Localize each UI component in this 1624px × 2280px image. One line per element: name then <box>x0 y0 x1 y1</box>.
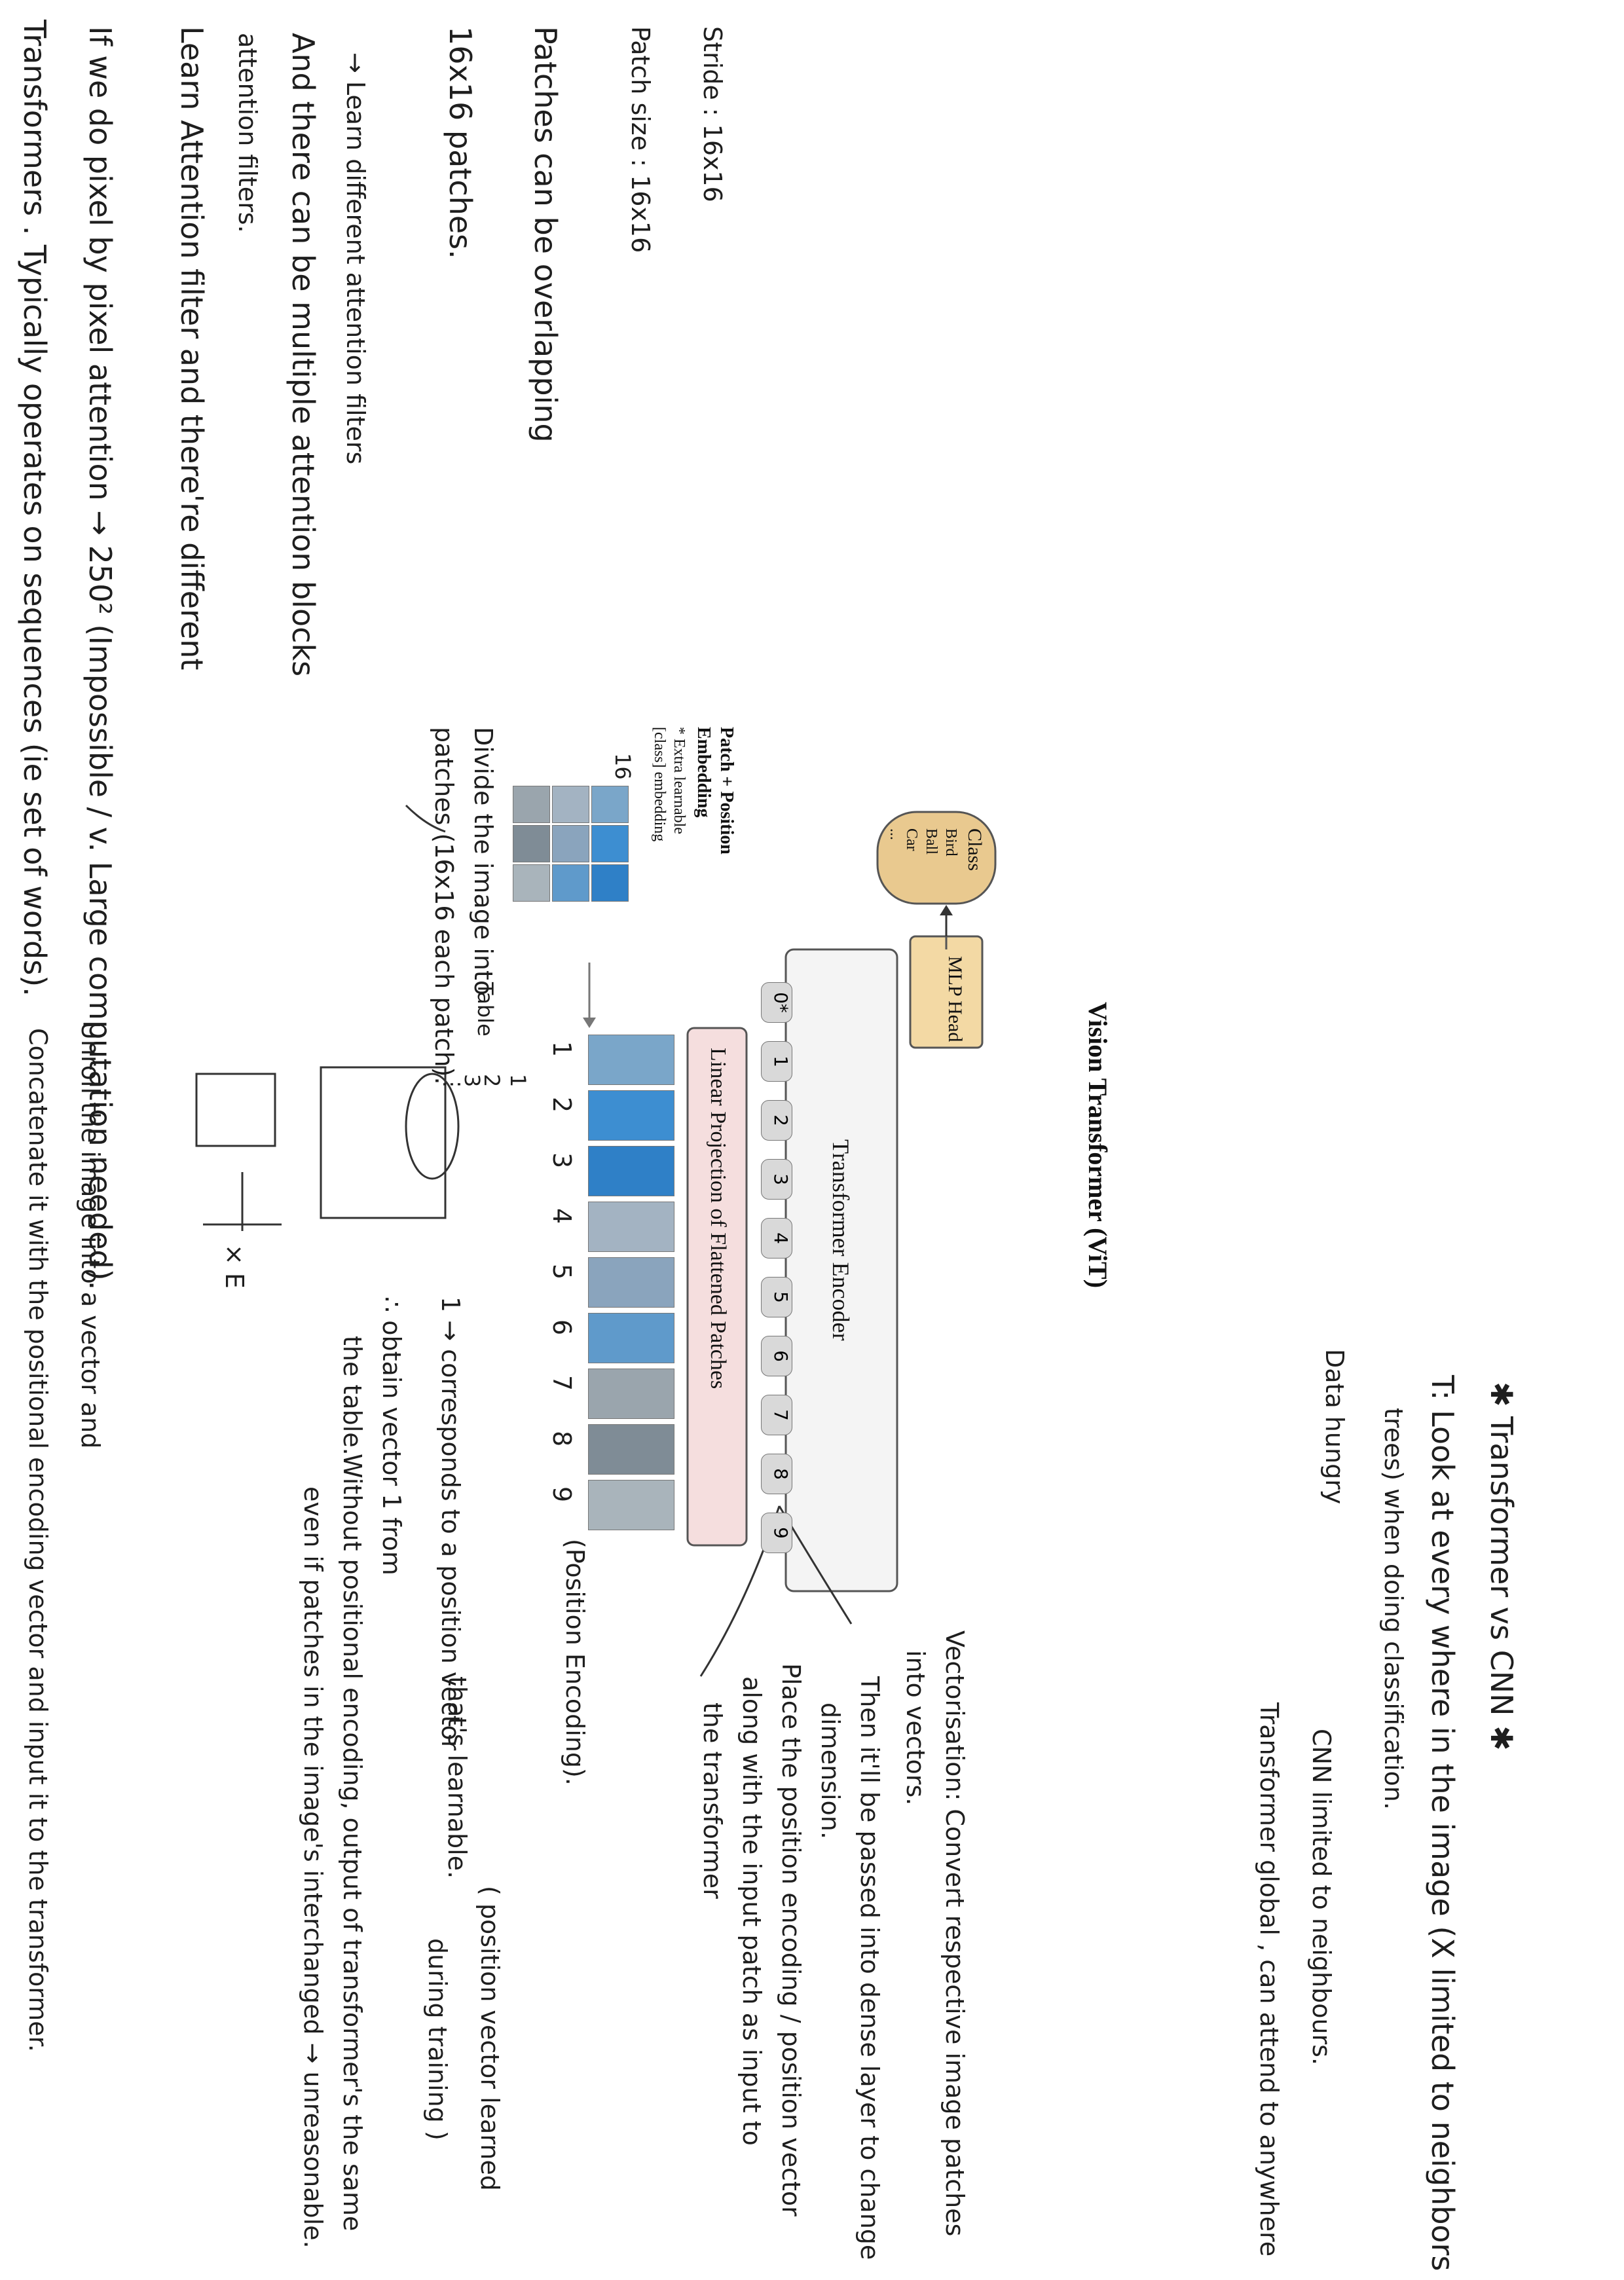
encoder-label: Transformer Encoder <box>828 1139 854 1341</box>
note-place-1: Place the position encoding / position v… <box>777 1663 805 2216</box>
sketch-image-box <box>195 1073 276 1147</box>
note-position-encoding: (Position Encoding). <box>561 1539 589 1786</box>
class-box <box>876 811 997 905</box>
note-times-e: × E <box>220 1244 249 1289</box>
note-without-2: even if patches in the image's interchan… <box>299 1486 327 2249</box>
mlp-head-label: MLP Head <box>944 956 966 1042</box>
class-item-car: Car <box>903 828 920 851</box>
note-patches-16x16: patches (16x16 each patch). <box>430 727 458 1085</box>
note-place-3: the transformer <box>698 1702 727 1899</box>
note-position-learned: ( position vector learned <box>475 1886 504 2191</box>
class-item-more: ... <box>887 828 904 840</box>
token-9: 9 <box>761 1513 792 1553</box>
vit-title: Vision Transformer (ViT) <box>1083 1002 1113 1289</box>
token-1: 1 <box>761 1041 792 1082</box>
patch-3 <box>588 1146 674 1196</box>
patch-2 <box>588 1090 674 1141</box>
token-6: 6 <box>761 1336 792 1376</box>
flattened-patches <box>583 1035 674 1532</box>
hand-number-5: 5 <box>547 1264 576 1280</box>
patch-position-label-2: Embedding <box>693 727 714 818</box>
patch-9 <box>588 1480 674 1530</box>
patch-4 <box>588 1202 674 1252</box>
hand-number-3: 3 <box>547 1152 576 1169</box>
hand-number-2: 2 <box>547 1097 576 1113</box>
note-vectorisation-4: dimension. <box>816 1702 845 1839</box>
hand-number-1: 1 <box>547 1041 576 1057</box>
patch-5 <box>588 1257 674 1308</box>
note-without-1: Without positional encoding, output of t… <box>338 1454 367 2232</box>
patch-1 <box>588 1035 674 1085</box>
note-unroll: Unroll the image into a vector and <box>76 1021 105 1449</box>
note-obtain: ∴ obtain vector 1 from <box>377 1296 406 1575</box>
hand-number-7: 7 <box>547 1375 576 1391</box>
note-place-2: along with the input patch as input to <box>737 1676 766 2146</box>
patch-6 <box>588 1313 674 1363</box>
transformer-encoder-box <box>784 948 898 1592</box>
token-5: 5 <box>761 1277 792 1317</box>
token-3: 3 <box>761 1159 792 1200</box>
extra-learnable-2: [class] embedding <box>651 727 668 842</box>
note-vectorisation-2: into vectors. <box>901 1650 930 1806</box>
token-0: 0* <box>761 982 792 1023</box>
linear-projection-box <box>686 1027 748 1547</box>
note-vectorisation-1: Vectorisation: Convert respective image … <box>940 1630 969 2237</box>
hand-number-8: 8 <box>547 1431 576 1447</box>
source-image-grid <box>511 786 629 904</box>
class-item-ball: Ball <box>923 828 940 855</box>
extra-learnable-1: * Extra learnable <box>671 727 688 834</box>
token-2: 2 <box>761 1100 792 1141</box>
class-title: Class <box>964 828 986 872</box>
patch-7 <box>588 1369 674 1419</box>
table-row-more: ⋮ <box>440 1074 465 1095</box>
class-item-bird: Bird <box>942 828 959 856</box>
sketch-table-box <box>320 1066 447 1219</box>
note-vectorisation-3: Then it'll be passed into dense layer to… <box>855 1676 884 2260</box>
table-row-1: 1 <box>506 1074 530 1088</box>
table-label: Table <box>473 982 498 1037</box>
token-8: 8 <box>761 1454 792 1494</box>
note-during-training: during training ) <box>423 1938 452 2141</box>
note-learnable: that's learnable. <box>443 1676 471 1879</box>
note-divide: Divide the image into <box>469 727 498 996</box>
note-the-table: the table. <box>338 1336 367 1456</box>
token-4: 4 <box>761 1218 792 1259</box>
patch-position-label-1: Patch + Position <box>716 727 737 855</box>
token-7: 7 <box>761 1395 792 1435</box>
hand-number-6: 6 <box>547 1319 576 1336</box>
note-concatenate: Concatenate it with the positional encod… <box>24 1028 52 2052</box>
patch-8 <box>588 1424 674 1475</box>
hand-number-4: 4 <box>547 1208 576 1224</box>
hand-number-9: 9 <box>547 1486 576 1503</box>
projection-label: Linear Projection of Flattened Patches <box>706 1048 730 1389</box>
dim-label: 16 <box>610 753 635 780</box>
